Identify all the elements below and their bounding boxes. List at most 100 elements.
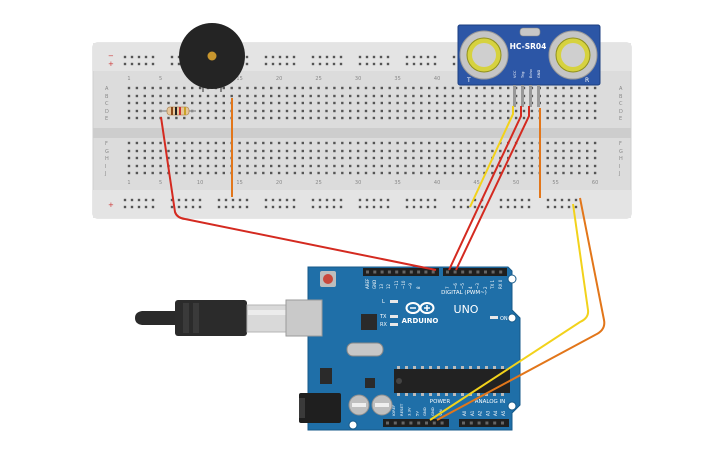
row-letter: F <box>105 141 108 147</box>
arduino-uno-board: L TX RX ON ARDUINO UNO DIGITAL (PWM~) PO… <box>135 266 521 431</box>
row-letter: E <box>105 116 108 122</box>
receiver-transducer <box>548 30 598 80</box>
row-letter: A <box>105 86 109 92</box>
analog-pin-label: A3 <box>485 410 490 416</box>
sensor-pin-label: GND <box>537 70 541 78</box>
digital-pin-label: 8 <box>416 286 421 289</box>
usb-cable <box>135 300 288 336</box>
row-letter: G <box>105 149 109 155</box>
wire-buzzer-to-pin-8 <box>160 116 437 271</box>
row-letter: E <box>619 116 622 122</box>
dc-power-jack <box>299 393 341 423</box>
digital-header-left <box>363 268 439 276</box>
row-letter: J <box>104 171 106 177</box>
column-number: 10 <box>197 180 203 186</box>
row-letter: B <box>105 94 109 100</box>
wire-gnd-orange <box>436 197 606 421</box>
led-tx <box>390 315 398 318</box>
power-label: POWER <box>430 399 451 405</box>
digital-pin-label: 13 <box>379 283 384 289</box>
analog-pin-label: A5 <box>501 410 506 416</box>
row-letter: D <box>105 109 109 115</box>
digital-header-right <box>443 268 507 276</box>
analog-pin-label: A0 <box>462 410 467 416</box>
digital-pin-label: ~9 <box>408 283 413 289</box>
led-l <box>390 300 398 303</box>
row-letter: C <box>619 101 623 107</box>
digital-pin-label: 12 <box>386 283 391 289</box>
column-number: 5 <box>159 76 162 82</box>
column-number: 1 <box>127 76 130 82</box>
column-number: 35 <box>394 76 400 82</box>
usb-socket <box>285 299 323 337</box>
row-letter: D <box>619 109 623 115</box>
column-number: 35 <box>394 180 400 186</box>
row-letter: I <box>105 164 106 170</box>
power-pin-label: IOREF <box>391 405 396 416</box>
digital-pin-label: GND <box>372 280 377 289</box>
mount-hole-4 <box>348 420 358 430</box>
arduino-logo <box>405 302 435 314</box>
digital-pin-label: ~6 <box>453 283 458 289</box>
usb-chip <box>361 314 377 330</box>
column-number: 30 <box>355 76 361 82</box>
digital-pin-label: 2 <box>483 286 488 289</box>
column-number: 20 <box>276 76 282 82</box>
rail-plus-label-bottom: + <box>108 201 114 209</box>
sensor-pin-label: VCC <box>513 70 517 78</box>
led-on-label: ON <box>500 316 508 322</box>
sensor-pin-labels: VCC Trig Echo GND <box>513 69 541 79</box>
arduino-brand-label: ARDUINO <box>402 317 439 325</box>
sensor-pin-label: Trig <box>521 72 525 79</box>
led-l-label: L <box>382 299 385 305</box>
column-number: 15 <box>236 180 242 186</box>
power-header <box>383 419 449 427</box>
mount-hole-2 <box>507 313 517 323</box>
led-rx <box>390 323 398 326</box>
column-number: 55 <box>552 180 558 186</box>
sensor-r-mark: R <box>585 77 589 84</box>
row-letter: C <box>105 101 109 107</box>
column-number: 1 <box>127 180 130 186</box>
digital-pin-label: ~11 <box>394 280 399 289</box>
wire-echo-to-pin-6 <box>455 106 530 271</box>
breadboard-holes <box>123 55 597 209</box>
row-letter: H <box>105 156 109 162</box>
column-number: 25 <box>315 76 321 82</box>
row-letter: B <box>619 94 623 100</box>
header-holes <box>366 270 504 425</box>
power-pin-label: 5V <box>414 411 419 416</box>
row-letter: A <box>619 86 623 92</box>
row-letter: G <box>619 149 623 155</box>
row-letter: H <box>619 156 623 162</box>
analog-pin-label: A4 <box>493 410 498 416</box>
column-number: 20 <box>276 180 282 186</box>
analog-in-label: ANALOG IN <box>475 399 506 405</box>
power-pin-label: RESET <box>399 403 404 416</box>
mount-hole-1 <box>507 274 517 284</box>
power-pin-label: GND <box>430 407 435 416</box>
crystal-oscillator <box>346 342 384 357</box>
reset-button[interactable] <box>323 274 333 284</box>
transmitter-transducer <box>459 30 509 80</box>
arduino-model-label: UNO <box>454 303 479 316</box>
wires <box>160 106 606 421</box>
power-pin-label: GND <box>422 407 427 416</box>
digital-pin-label: 4 <box>468 286 473 289</box>
column-number: 30 <box>355 180 361 186</box>
wire-5v-yellow <box>429 203 590 421</box>
sensor-t-mark: T <box>466 77 471 84</box>
row-letter: J <box>618 171 620 177</box>
column-number: 40 <box>434 180 440 186</box>
digital-pin-label: ~10 <box>401 280 406 289</box>
wire-trig-to-pin-7 <box>448 106 522 271</box>
piezo-buzzer <box>179 23 245 92</box>
rail-minus-label: − <box>108 52 114 60</box>
sensor-pin-label: Echo <box>529 69 533 78</box>
digital-pin-label: ~5 <box>460 283 465 289</box>
power-pin-label: 3.3V <box>407 407 412 416</box>
analog-header <box>459 419 509 427</box>
